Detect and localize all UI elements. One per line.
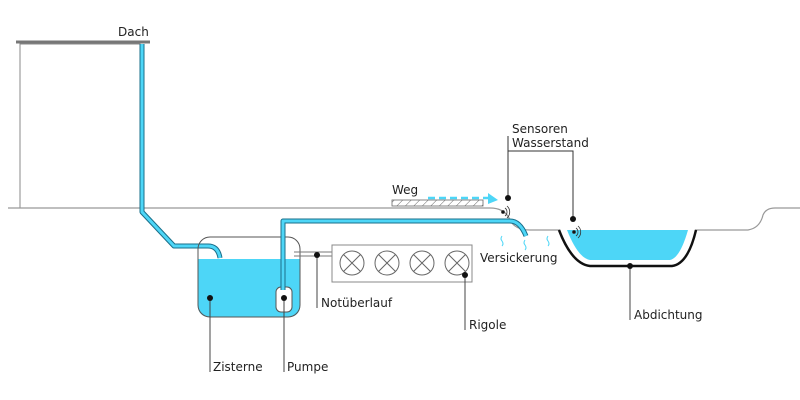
label-infiltration: Versickerung [480, 251, 557, 265]
soakaway [331, 244, 473, 283]
label-sealing: Abdichtung [634, 308, 703, 322]
cistern [197, 236, 301, 318]
sensor-icon [501, 205, 582, 239]
emergency-overflow-pipe [294, 251, 332, 257]
infiltration-wave-icon [500, 235, 550, 251]
pond-water [567, 230, 688, 260]
label-emergency-overflow: Notüberlauf [321, 296, 393, 310]
label-pump: Pumpe [287, 360, 328, 374]
path-surface [391, 199, 484, 207]
leader-lines [209, 255, 631, 372]
label-cistern: Zisterne [213, 360, 263, 374]
label-sensors-1: Sensoren [512, 122, 568, 136]
label-sensors-2: Wasserstand [512, 136, 589, 150]
sensor-leader [507, 136, 574, 219]
label-soakaway: Rigole [469, 318, 506, 332]
arrow-head-icon [488, 193, 498, 204]
label-roof: Dach [118, 25, 149, 39]
label-path: Weg [392, 183, 418, 197]
house [16, 40, 150, 209]
